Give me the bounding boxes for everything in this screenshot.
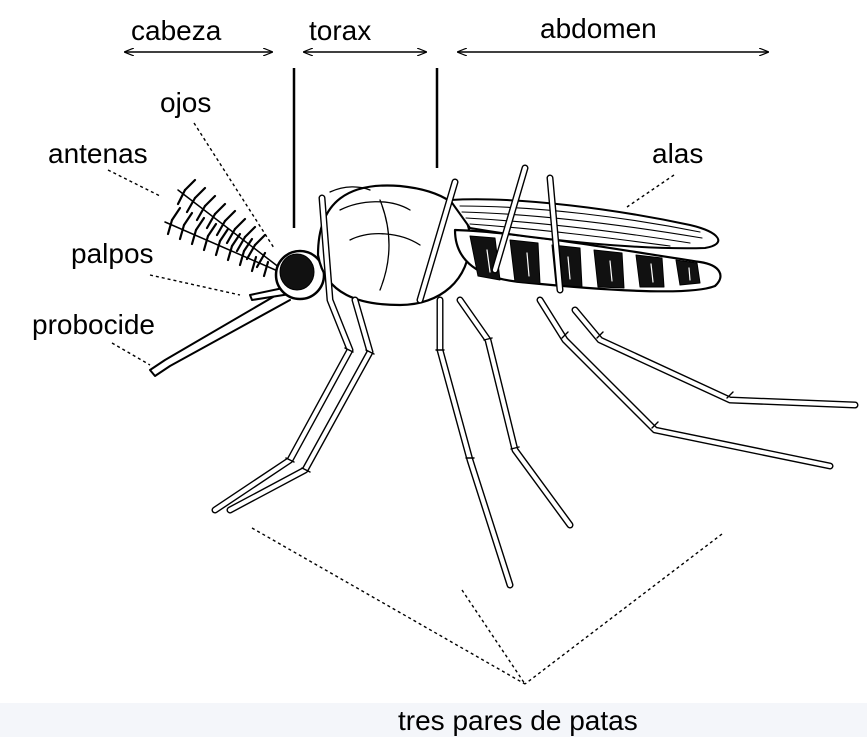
label-cabeza: cabeza	[131, 15, 222, 46]
leader-probocide	[112, 343, 150, 365]
label-alas: alas	[652, 138, 703, 169]
label-palpos: palpos	[71, 238, 154, 269]
leader-alas	[627, 175, 674, 207]
label-torax: torax	[309, 15, 371, 46]
leader-patas-3	[525, 534, 722, 684]
label-patas: tres pares de patas	[398, 705, 638, 736]
mosquito-illustration	[150, 168, 855, 585]
label-ojos: ojos	[160, 87, 211, 118]
leader-patas-1	[252, 528, 525, 684]
leader-palpos	[150, 275, 240, 295]
compound-eye	[280, 254, 314, 290]
label-probocide: probocide	[32, 309, 155, 340]
antennae	[165, 180, 280, 276]
proboscis	[150, 290, 290, 376]
label-abdomen: abdomen	[540, 13, 657, 44]
leg-joints	[286, 332, 733, 472]
leader-antenas	[108, 170, 160, 196]
label-antenas: antenas	[48, 138, 148, 169]
leader-patas-2	[462, 590, 525, 684]
